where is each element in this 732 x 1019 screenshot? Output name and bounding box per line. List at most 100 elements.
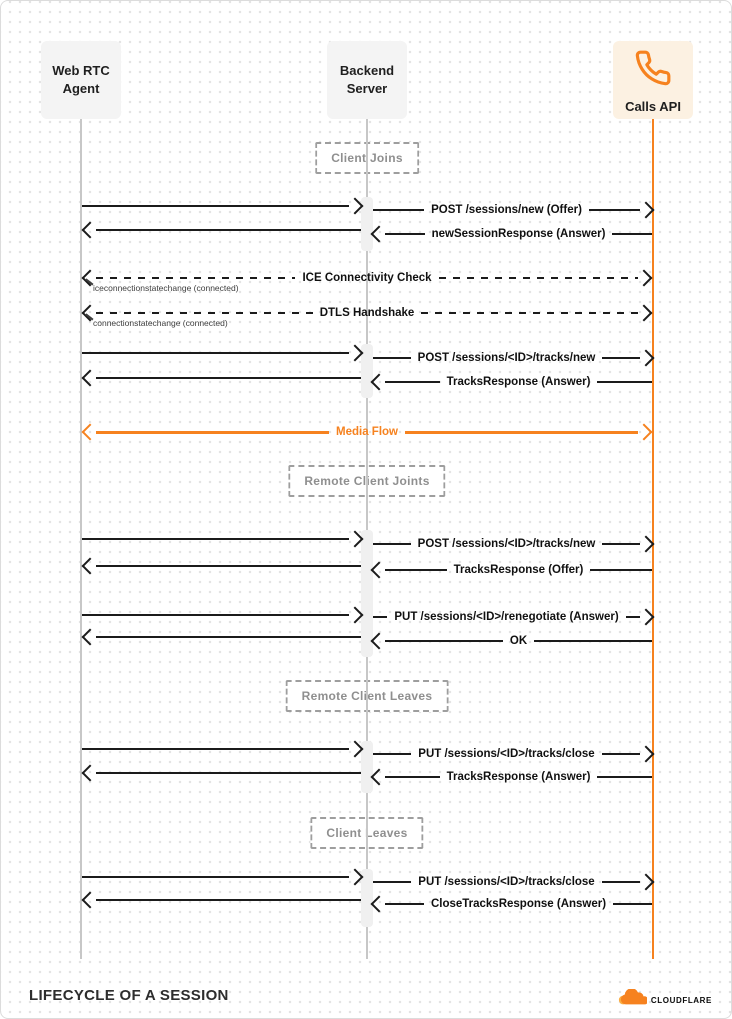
arrow-backend-to-calls: PUT /sessions/<ID>/tracks/close [373,873,655,891]
arrow-line [96,376,361,380]
arrow-webrtc-to-backend [82,868,364,886]
cloudflare-logo-icon [617,988,649,1011]
message-label: PUT /sessions/<ID>/renegotiate (Answer) [394,611,619,623]
arrowhead-left-icon [370,895,388,913]
arrow-line [612,232,653,236]
arrowhead-left-icon [81,423,99,441]
page-title: LIFECYCLE OF A SESSION [29,987,229,1004]
arrow-backend-to-webrtc [81,557,361,575]
arrowhead-right-icon [346,530,364,548]
arrow-line [373,542,411,546]
arrow-line [590,568,652,572]
arrow-line [385,639,503,643]
activation-bar [361,197,373,251]
arrow-backend-to-webrtc [81,369,361,387]
arrow-calls-to-backend: CloseTracksResponse (Answer) [370,895,652,913]
arrowhead-left-icon [81,221,99,239]
arrow-line [96,228,361,232]
arrow-line [385,902,424,906]
message-label: PUT /sessions/<ID>/tracks/close [418,876,595,888]
arrowhead-left-icon [370,632,388,650]
arrowhead-left-icon [81,891,99,909]
arrow-media-flow: Media Flow [81,423,653,441]
lifeline-calls-api [652,119,654,959]
arrow-line [625,615,641,619]
activation-bar [361,741,373,793]
arrowhead-right-icon [637,608,655,626]
arrowhead-left-icon [370,373,388,391]
arrow-backend-to-webrtc [81,628,361,646]
arrow-line [96,276,296,280]
lifeline-webrtc [80,119,82,959]
arrow-line [96,635,361,639]
arrow-line [405,430,639,434]
arrowhead-right-icon [346,740,364,758]
arrow-line [421,311,639,315]
arrow-line [385,380,440,384]
arrow-calls-to-backend: TracksResponse (Answer) [370,373,652,391]
arrow-line [96,898,361,902]
activation-bar [361,869,373,927]
arrowhead-right-icon [637,201,655,219]
arrow-line [601,880,640,884]
arrow-webrtc-to-backend [82,740,364,758]
arrow-line [96,564,361,568]
message-label: newSessionResponse (Answer) [431,228,606,240]
activation-bar [361,530,373,657]
arrow-line [96,430,330,434]
event-note: connectionstatechange (connected) [93,318,228,328]
arrow-line [82,875,349,879]
arrow-line [373,208,425,212]
arrowhead-right-icon [637,349,655,367]
message-label: POST /sessions/<ID>/tracks/new [417,352,596,364]
arrow-line [597,775,652,779]
message-label: Media Flow [336,426,398,438]
arrow-line [82,613,349,617]
message-label: ICE Connectivity Check [302,272,432,284]
arrow-line [534,639,652,643]
arrow-line [385,775,440,779]
arrow-backend-to-calls: PUT /sessions/<ID>/tracks/close [373,745,655,763]
activation-bar [361,344,373,398]
arrowhead-right-icon [346,344,364,362]
arrow-line [597,380,652,384]
arrowhead-right-icon [637,535,655,553]
message-label: POST /sessions/new (Offer) [431,204,582,216]
arrowhead-left-icon [81,369,99,387]
arrow-backend-to-calls: PUT /sessions/<ID>/renegotiate (Answer) [373,608,655,626]
arrow-line [82,351,349,355]
arrow-line [82,747,349,751]
message-label: PUT /sessions/<ID>/tracks/close [418,748,595,760]
arrow-calls-to-backend: newSessionResponse (Answer) [370,225,653,243]
arrow-line [602,542,641,546]
arrowhead-right-icon [637,745,655,763]
arrowhead-right-icon [635,423,653,441]
brand-wordmark: CLOUDFLARE [650,995,712,1005]
arrow-dtls-handshake: DTLS Handshake [81,304,653,322]
arrow-line [96,771,361,775]
arrowhead-right-icon [346,197,364,215]
arrowhead-left-icon [370,768,388,786]
arrow-webrtc-to-backend [82,344,364,362]
event-note: iceconnectionstatechange (connected) [93,283,239,293]
arrow-line [373,356,411,360]
message-label: TracksResponse (Answer) [446,376,591,388]
arrow-line [96,311,313,315]
arrowhead-right-icon [635,269,653,287]
message-label: CloseTracksResponse (Answer) [430,898,607,910]
arrow-line [373,615,388,619]
arrow-calls-to-backend: OK [370,632,652,650]
arrow-line [82,537,349,541]
arrow-backend-to-webrtc [81,891,361,909]
message-label: OK [509,635,528,647]
actor-backend-server: Backend Server [327,41,407,119]
arrow-ice-connectivity: ICE Connectivity Check [81,269,653,287]
arrowhead-left-icon [81,628,99,646]
arrow-backend-to-webrtc [81,221,361,239]
actor-calls-api: Calls API [613,41,693,119]
arrow-line [588,208,641,212]
arrowhead-left-icon [81,557,99,575]
arrow-line [601,752,640,756]
arrowhead-left-icon [370,561,388,579]
